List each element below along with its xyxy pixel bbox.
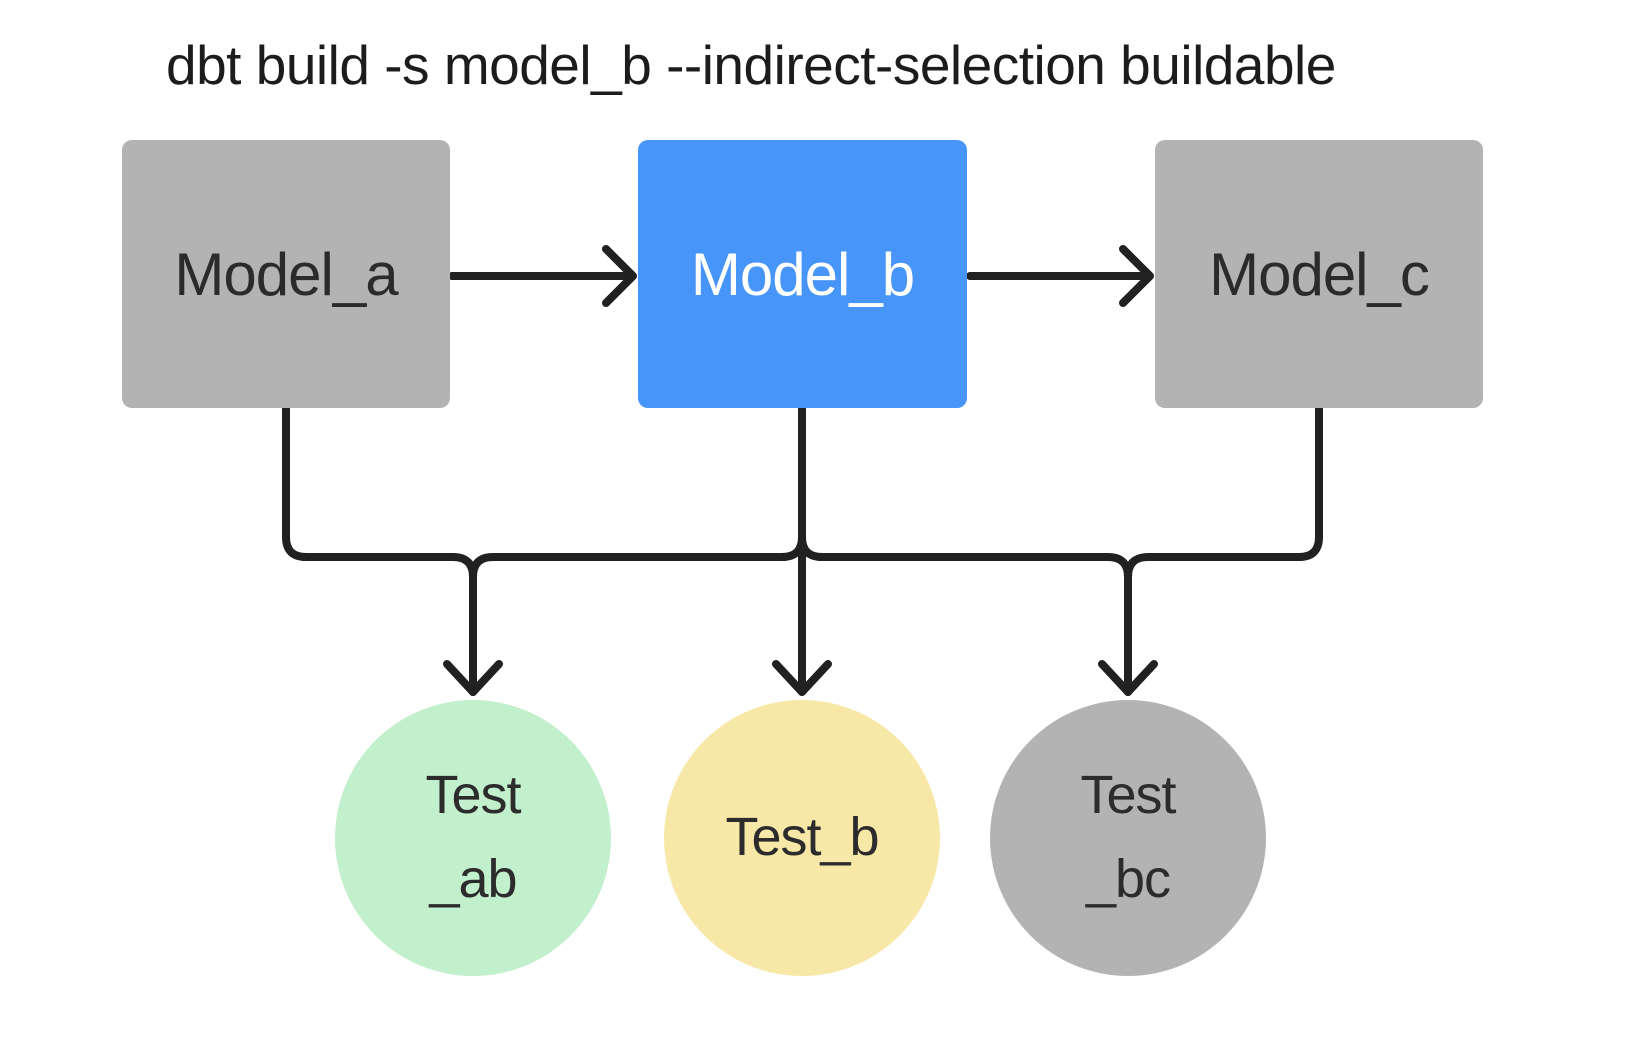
- model-a-label: Model_a: [174, 240, 398, 308]
- edge-model-c-to-test-bc: [1124, 400, 1323, 696]
- test-b-node: Test_b: [664, 700, 940, 976]
- test-ab-node: Test _ab: [335, 700, 611, 976]
- test-b-label: Test_b: [725, 807, 879, 868]
- arrowhead-test-ab-top: [443, 660, 503, 696]
- model-c-node: Model_c: [1155, 140, 1483, 408]
- arrowhead-model-c-left: [1119, 245, 1154, 307]
- test-bc-node: Test _bc: [990, 700, 1266, 976]
- model-a-node: Model_a: [122, 140, 450, 408]
- arrowhead-test-bc-top: [1098, 660, 1158, 696]
- model-b-node: Model_b: [638, 140, 967, 408]
- test-bc-label: Test _bc: [1080, 765, 1176, 909]
- diagram-title: dbt build -s model_b --indirect-selectio…: [166, 34, 1336, 96]
- test-ab-label: Test _ab: [425, 765, 521, 909]
- model-c-label: Model_c: [1209, 240, 1430, 308]
- edge-model-b-to-test-ab: [469, 400, 806, 696]
- arrowhead-test-b-top: [772, 660, 832, 696]
- model-b-label: Model_b: [690, 240, 915, 308]
- arrowhead-model-b-left: [602, 245, 637, 307]
- edge-model-b-to-test-bc: [798, 400, 1132, 696]
- edge-model-a-to-test-ab: [282, 400, 477, 696]
